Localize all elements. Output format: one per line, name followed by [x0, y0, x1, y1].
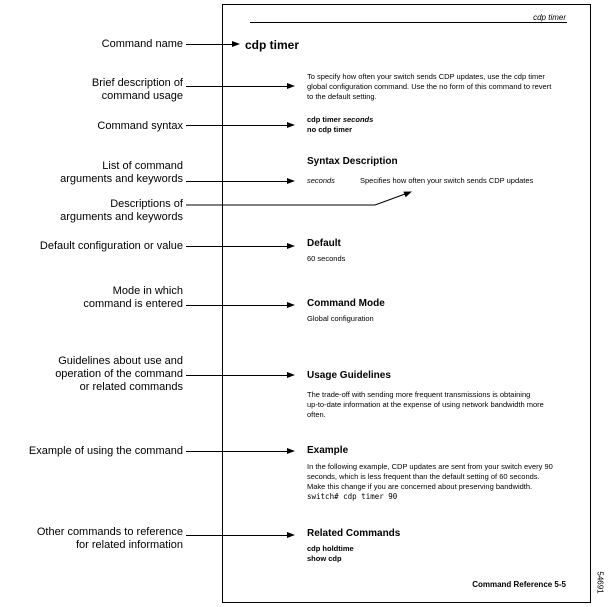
- artwork-number: 54691: [595, 571, 605, 594]
- arrow-example: [186, 448, 295, 454]
- callout-label-command-name: Command name: [101, 38, 183, 50]
- heading-default: Default: [307, 238, 341, 249]
- heading-example: Example: [307, 445, 349, 456]
- arrow-command-name: [186, 41, 240, 47]
- callout-label-example: Example of using the command: [28, 445, 183, 457]
- heading-command-mode: Command Mode: [307, 298, 385, 309]
- callout-label-arguments-list: List of command arguments and keywords: [60, 160, 183, 185]
- command-syntax-block: cdp timer seconds no cdp timer: [307, 115, 373, 135]
- syntax-command: cdp timer: [307, 115, 343, 124]
- arrow-related-commands: [186, 532, 295, 538]
- document-page: cdp timer cdp timer To specify how often…: [222, 4, 591, 603]
- heading-related-commands: Related Commands: [307, 528, 401, 539]
- callout-label-brief-description: Brief description of command usage: [91, 77, 183, 102]
- related-command-item: show cdp: [307, 554, 342, 563]
- callout-label-usage-guidelines: Guidelines about use and operation of th…: [55, 355, 183, 393]
- default-value: 60 seconds: [307, 254, 346, 263]
- callout-label-arguments-descriptions: Descriptions of arguments and keywords: [60, 198, 183, 223]
- related-command-item: cdp holdtime: [307, 544, 354, 553]
- heading-usage-guidelines: Usage Guidelines: [307, 370, 391, 381]
- heading-syntax-description: Syntax Description: [307, 156, 398, 167]
- command-name: cdp timer: [245, 38, 300, 52]
- command-description: To specify how often your switch sends C…: [307, 72, 552, 101]
- arrow-command-mode: [186, 302, 295, 308]
- arrow-default: [186, 243, 295, 249]
- usage-guidelines-body: The trade-off with sending more frequent…: [307, 390, 544, 419]
- header-rule: [250, 22, 567, 23]
- running-header: cdp timer: [533, 13, 566, 22]
- callout-label-default: Default configuration or value: [39, 240, 183, 252]
- syntax-definition: Specifies how often your switch sends CD…: [360, 176, 534, 185]
- arrow-arguments-descriptions: [186, 191, 412, 206]
- arrow-arguments-list: [186, 178, 295, 184]
- arrow-brief-description: [186, 83, 295, 89]
- callout-label-related-commands: Other commands to reference for related …: [36, 526, 183, 551]
- syntax-argument: seconds: [342, 115, 374, 124]
- example-code: switch# cdp timer 90: [307, 492, 398, 501]
- callout-label-command-mode: Mode in which command is entered: [83, 285, 183, 310]
- example-body: In the following example, CDP updates ar…: [307, 462, 553, 491]
- command-mode-value: Global configuration: [307, 314, 374, 323]
- page-footer: Command Reference 5-5: [472, 580, 566, 589]
- arrow-command-syntax: [186, 122, 295, 128]
- syntax-no-form: no cdp timer: [307, 125, 353, 134]
- callout-label-command-syntax: Command syntax: [97, 120, 183, 132]
- syntax-term: seconds: [307, 176, 335, 185]
- arrow-usage-guidelines: [186, 372, 295, 378]
